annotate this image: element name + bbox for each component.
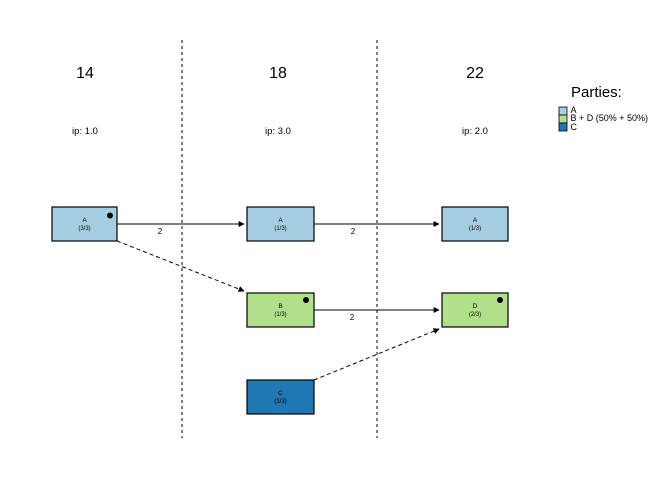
node-d-box (441, 292, 509, 328)
column-header-3: 22 (466, 65, 484, 82)
node-c-box (246, 379, 315, 415)
legend-title: Parties: (571, 84, 622, 101)
legend-label-c: C (571, 122, 578, 132)
node-a2-share: (1/3) (274, 226, 286, 232)
legend-label-a: A (571, 105, 577, 115)
legend: Parties: A B + D (50% + 50%) C (558, 84, 649, 132)
column-ip-label-2: ip: 3.0 (265, 126, 291, 137)
node-d-owner-dot-icon (497, 297, 503, 303)
node-b-owner-dot-icon (303, 297, 309, 303)
legend-label-b-d: B + D (50% + 50%) (571, 113, 649, 123)
legend-swatch-c (558, 122, 568, 132)
node-a2: A (1/3) (246, 206, 315, 242)
node-a3-label: A (473, 217, 478, 224)
edge-a1-a2-label: 2 (158, 227, 163, 236)
column-ip-label-1: ip: 1.0 (72, 126, 98, 137)
node-a1-box (51, 206, 118, 242)
node-b-box (246, 292, 315, 328)
node-c-share: (1/3) (274, 399, 286, 405)
node-a3-share: (1/3) (469, 226, 481, 232)
node-c: C (1/3) (246, 379, 315, 415)
column-header-1: 14 (76, 65, 94, 82)
edge-a1-b-dashed (116, 240, 245, 292)
edge-a2-a3-label: 2 (351, 227, 356, 236)
node-a2-label: A (278, 217, 283, 224)
column-ip-label-3: ip: 2.0 (462, 126, 488, 137)
node-a3-box (441, 206, 509, 242)
node-c-label: C (278, 390, 283, 397)
node-d: D (2/3) (441, 292, 509, 328)
node-d-share: (2/3) (469, 312, 481, 318)
node-d-label: D (473, 303, 478, 310)
node-a1-owner-dot-icon (107, 212, 113, 219)
node-b: B (1/3) (246, 292, 315, 328)
edge-c-d-dashed (313, 328, 440, 381)
node-a1: A (3/3) (51, 206, 118, 242)
node-b-share: (1/3) (274, 312, 286, 318)
node-a1-label: A (82, 217, 87, 224)
edge-b-d-label: 2 (350, 313, 355, 322)
legend-swatch-a (558, 106, 568, 116)
column-header-2: 18 (269, 65, 287, 82)
legend-swatch-b-d (558, 114, 568, 124)
node-b-label: B (278, 303, 282, 310)
node-a2-box (246, 206, 315, 242)
node-a1-share: (3/3) (78, 226, 90, 232)
node-a3: A (1/3) (441, 206, 509, 242)
